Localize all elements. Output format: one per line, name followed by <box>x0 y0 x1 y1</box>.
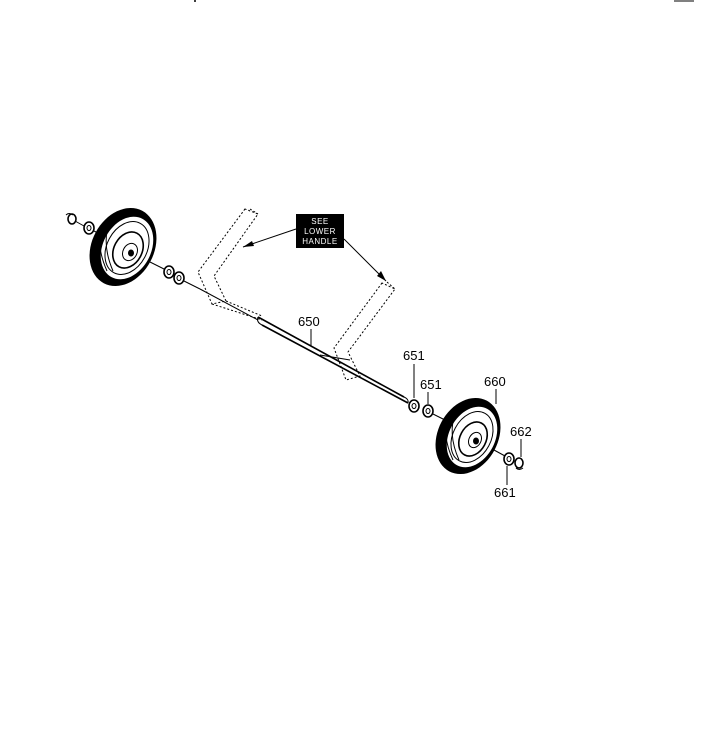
top-dot <box>194 0 196 2</box>
see-lower-handle-note: SEE LOWER HANDLE <box>242 214 387 282</box>
lower-handle-outline <box>197 208 396 381</box>
label-661: 661 <box>494 485 516 500</box>
left-outer-washer <box>83 221 95 235</box>
axle <box>199 288 409 404</box>
left-inner-washer-1 <box>163 265 175 279</box>
callout-651-upper: 651 <box>403 348 425 398</box>
label-660: 660 <box>484 374 506 389</box>
callout-651-lower: 651 <box>420 377 442 404</box>
right-hub-cap <box>514 457 524 470</box>
left-wheel <box>89 207 157 287</box>
note-line-1: SEE <box>311 217 329 226</box>
label-650: 650 <box>298 314 320 329</box>
label-651-upper: 651 <box>403 348 425 363</box>
right-washer-2 <box>422 404 434 418</box>
callout-661: 661 <box>494 466 516 500</box>
label-651-lower: 651 <box>420 377 442 392</box>
callout-650: 650 <box>298 314 320 346</box>
left-inner-washer-2 <box>173 271 185 285</box>
right-washer-1 <box>408 399 420 413</box>
left-wheel-assembly <box>65 207 201 290</box>
note-line-2: LOWER <box>304 227 336 236</box>
right-wheel <box>435 397 501 475</box>
note-line-3: HANDLE <box>302 237 337 246</box>
right-outer-washer <box>503 452 515 466</box>
label-662: 662 <box>510 424 532 439</box>
left-hub-cap <box>65 213 77 225</box>
callout-660: 660 <box>484 374 506 404</box>
right-wheel-assembly <box>408 397 524 475</box>
callout-662: 662 <box>510 424 532 457</box>
